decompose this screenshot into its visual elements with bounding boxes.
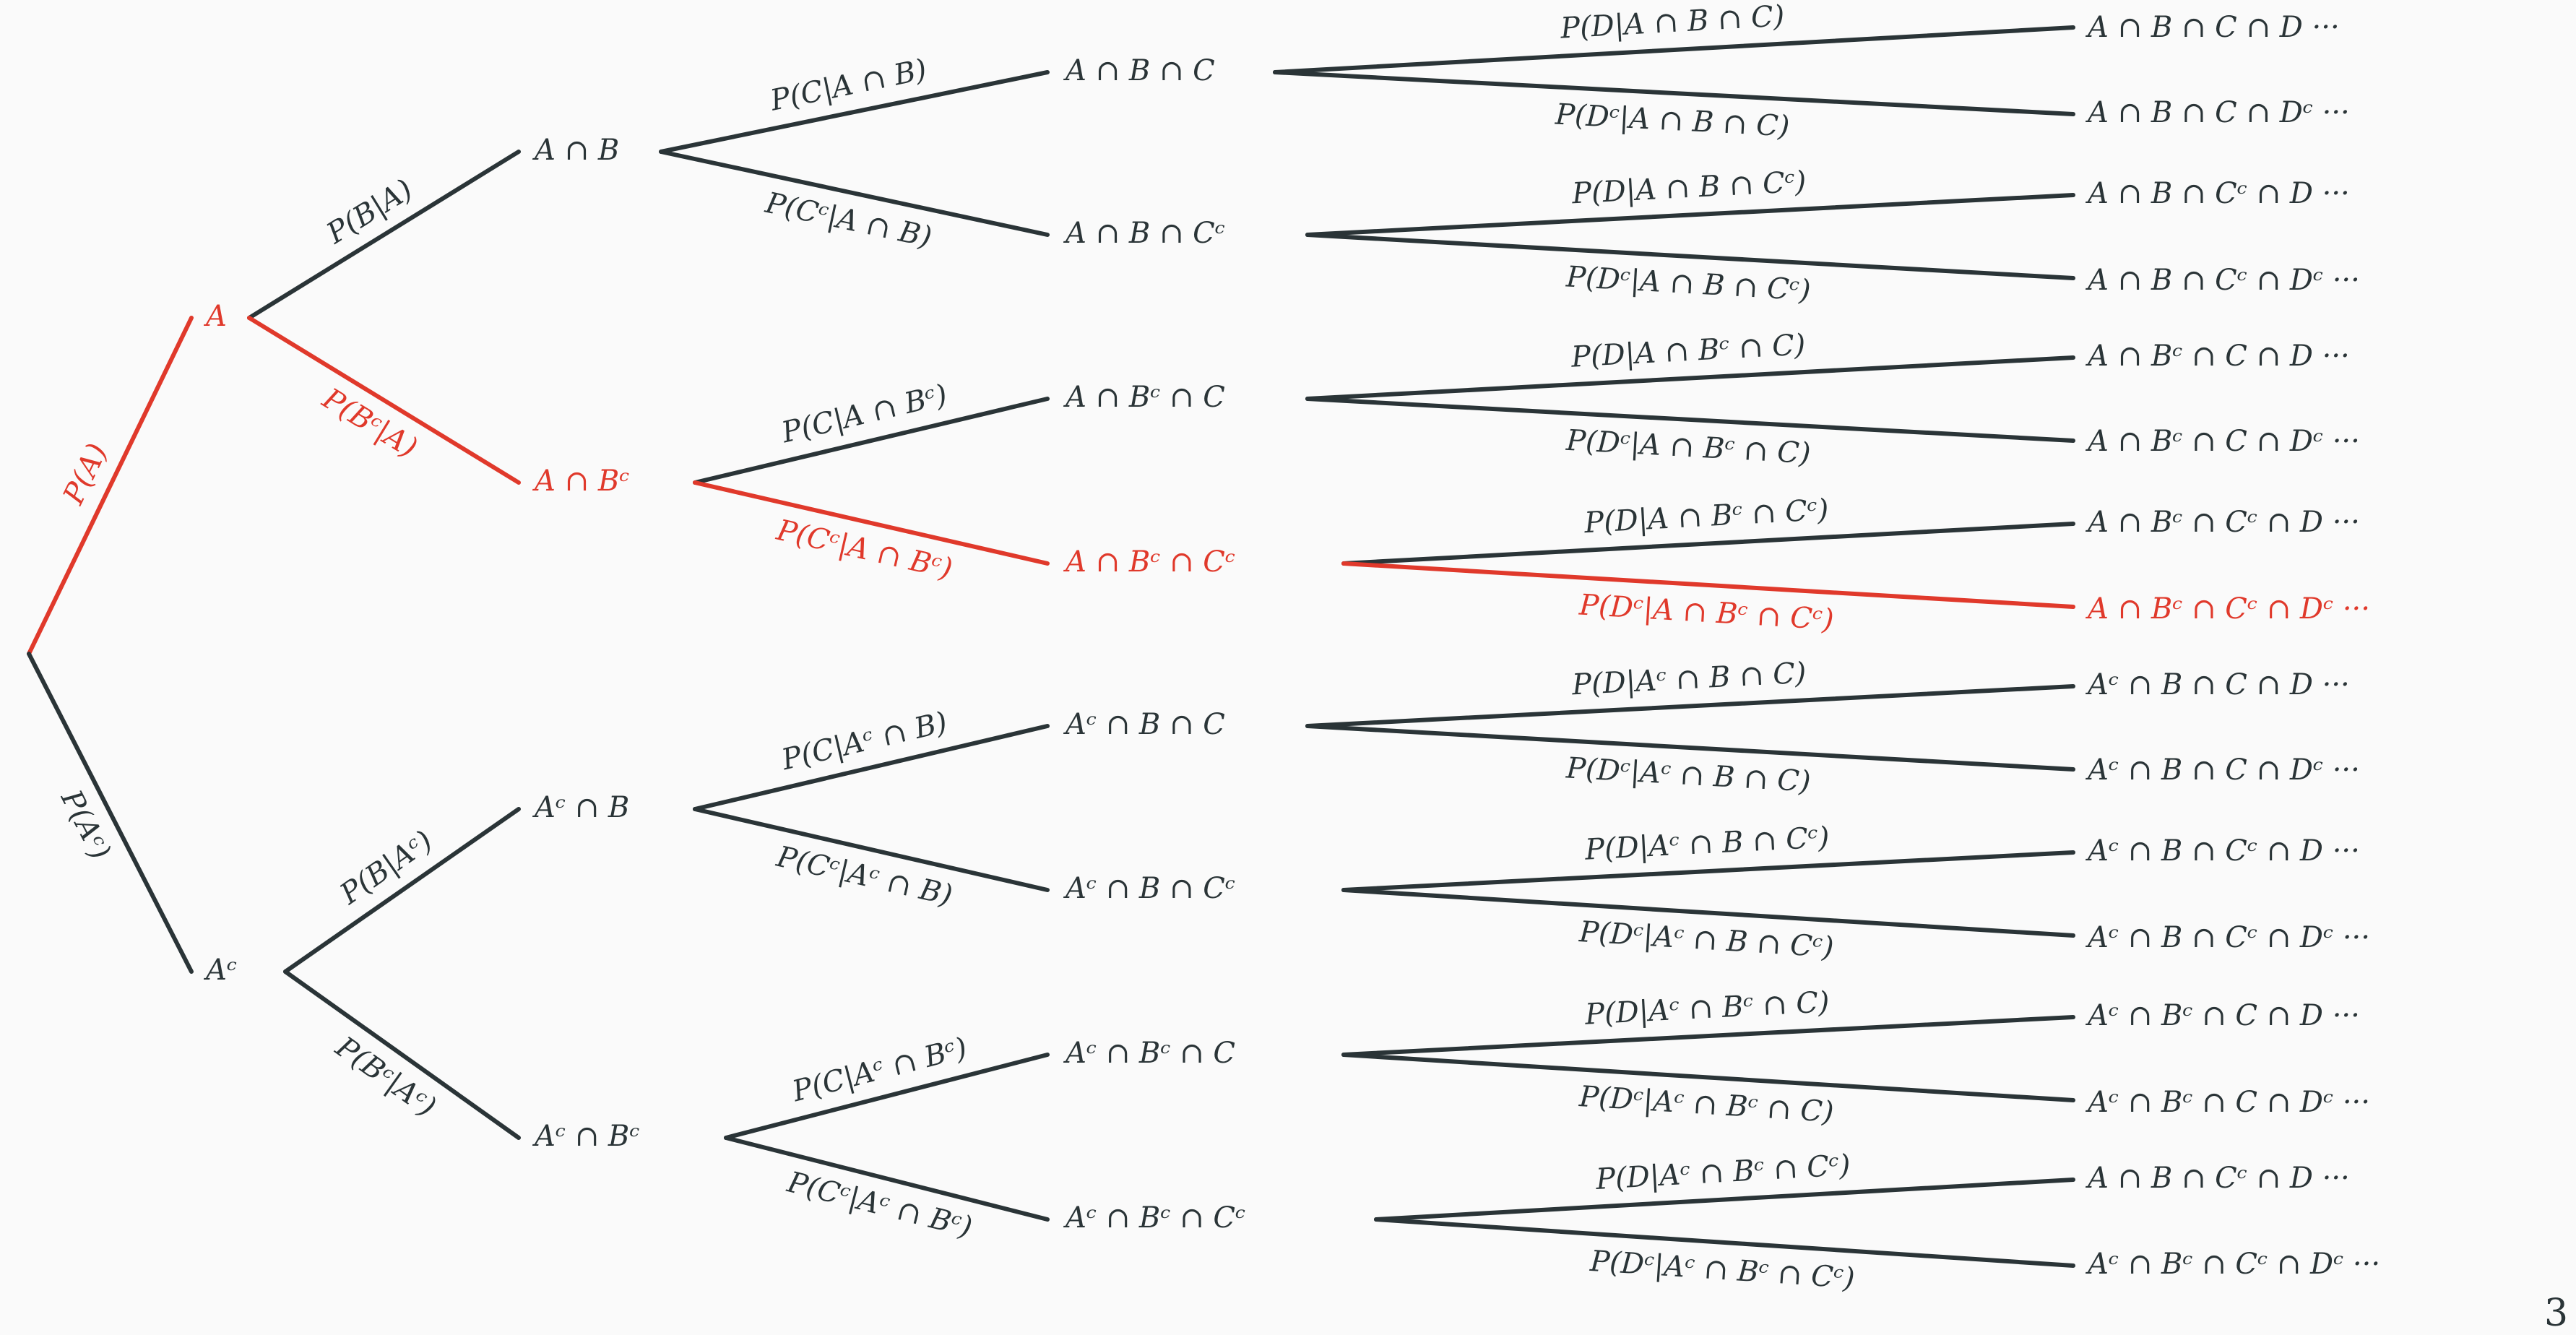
tree-edge-l3_3-l4_6 — [1305, 397, 2075, 443]
tree-edge-l3_5-l4_9 — [1305, 684, 2075, 728]
tree-node-l4_8: A ∩ Bᶜ ∩ Cᶜ ∩ Dᶜ ··· — [2088, 592, 2370, 626]
tree-edge-l3_7-l4_13 — [1341, 1015, 2075, 1057]
tree-edge-l3_2-l4_4 — [1305, 233, 2075, 280]
tree-edge-l3_4-l4_8 — [1341, 561, 2075, 609]
tree-edge-l3_6-l4_12 — [1341, 888, 2075, 938]
tree-node-l3_3: A ∩ Bᶜ ∩ C — [1066, 381, 1225, 414]
tree-node-ac: Aᶜ — [206, 954, 237, 987]
tree-node-l3_7: Aᶜ ∩ Bᶜ ∩ C — [1066, 1037, 1235, 1070]
tree-node-abc_: A ∩ Bᶜ — [535, 465, 630, 498]
tree-node-l3_6: Aᶜ ∩ B ∩ Cᶜ — [1066, 872, 1235, 905]
page-number: 3 — [2544, 1292, 2569, 1335]
tree-edge-ab-l3_2 — [659, 150, 1050, 237]
tree-edge-a-abc_ — [247, 316, 521, 485]
tree-edge-l3_3-l4_5 — [1305, 355, 2075, 401]
tree-node-l4_2: A ∩ B ∩ C ∩ Dᶜ ··· — [2088, 96, 2350, 129]
tree-node-l4_13: Aᶜ ∩ Bᶜ ∩ C ∩ D ··· — [2088, 999, 2360, 1032]
tree-edge-root-ac — [27, 652, 194, 974]
tree-node-a: A — [206, 300, 227, 333]
tree-edge-ac-acbc — [283, 969, 521, 1140]
tree-node-l3_4: A ∩ Bᶜ ∩ Cᶜ — [1066, 545, 1235, 579]
tree-node-acb: Aᶜ ∩ B — [535, 791, 630, 824]
tree-edge-abc_-l3_4 — [693, 480, 1050, 566]
tree-node-l4_5: A ∩ Bᶜ ∩ C ∩ D ··· — [2088, 340, 2350, 373]
tree-edge-abc_-l3_3 — [693, 397, 1050, 485]
tree-edge-l3_8-l4_15 — [1374, 1178, 2075, 1222]
tree-edge-acbc-l3_7 — [724, 1053, 1050, 1140]
tree-edge-acb-l3_6 — [693, 807, 1050, 892]
tree-edge-root-a — [27, 316, 194, 656]
tree-node-l4_9: Aᶜ ∩ B ∩ C ∩ D ··· — [2088, 668, 2350, 701]
tree-node-l4_6: A ∩ Bᶜ ∩ C ∩ Dᶜ ··· — [2088, 425, 2360, 458]
tree-node-l3_1: A ∩ B ∩ C — [1066, 54, 1215, 87]
tree-edge-l3_1-l4_2 — [1273, 70, 2075, 116]
tree-edge-l3_5-l4_10 — [1305, 724, 2075, 772]
tree-node-l4_14: Aᶜ ∩ Bᶜ ∩ C ∩ Dᶜ ··· — [2088, 1086, 2370, 1119]
tree-edge-l3_6-l4_11 — [1341, 850, 2075, 892]
tree-edge-l3_4-l4_7 — [1341, 522, 2075, 566]
tree-edge-l3_2-l4_3 — [1305, 193, 2075, 237]
tree-node-l4_1: A ∩ B ∩ C ∩ D ··· — [2088, 11, 2340, 44]
tree-node-l4_4: A ∩ B ∩ Cᶜ ∩ Dᶜ ··· — [2088, 264, 2360, 297]
tree-edge-l3_1-l4_1 — [1273, 25, 2075, 74]
tree-node-l4_3: A ∩ B ∩ Cᶜ ∩ D ··· — [2088, 177, 2350, 210]
tree-node-l4_15: A ∩ B ∩ Cᶜ ∩ D ··· — [2088, 1162, 2350, 1195]
tree-edge-l3_8-l4_16 — [1374, 1217, 2075, 1268]
tree-node-l4_16: Aᶜ ∩ Bᶜ ∩ Cᶜ ∩ Dᶜ ··· — [2088, 1248, 2381, 1281]
tree-node-l3_5: Aᶜ ∩ B ∩ C — [1066, 708, 1225, 741]
tree-node-l4_11: Aᶜ ∩ B ∩ Cᶜ ∩ D ··· — [2088, 834, 2360, 868]
tree-node-l3_8: Aᶜ ∩ Bᶜ ∩ Cᶜ — [1066, 1201, 1246, 1235]
tree-node-acbc: Aᶜ ∩ Bᶜ — [535, 1120, 640, 1153]
tree-node-l4_12: Aᶜ ∩ B ∩ Cᶜ ∩ Dᶜ ··· — [2088, 921, 2370, 954]
tree-edge-a-ab — [247, 150, 521, 320]
tree-node-l4_10: Aᶜ ∩ B ∩ C ∩ Dᶜ ··· — [2088, 753, 2360, 787]
tree-node-ab: A ∩ B — [535, 134, 620, 167]
tree-edge-l3_7-l4_14 — [1341, 1053, 2075, 1102]
tree-edge-acb-l3_5 — [693, 724, 1050, 811]
tree-edge-ab-l3_1 — [659, 70, 1050, 154]
tree-node-l3_2: A ∩ B ∩ Cᶜ — [1066, 217, 1225, 250]
tree-edge-ac-acb — [283, 807, 521, 974]
tree-node-l4_7: A ∩ Bᶜ ∩ Cᶜ ∩ D ··· — [2088, 506, 2360, 539]
tree-edge-acbc-l3_8 — [724, 1136, 1050, 1222]
